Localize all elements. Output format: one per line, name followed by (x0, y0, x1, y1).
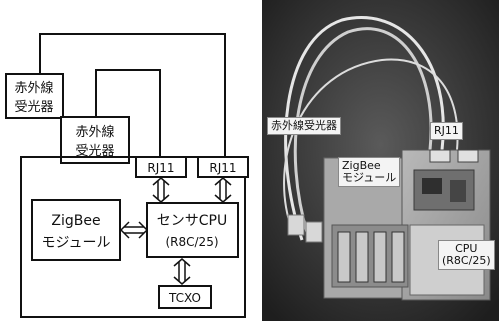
zigbee-cpu-arrow (121, 222, 147, 238)
block-diagram: 赤外線 受光器 赤外線 受光器 RJ11 RJ11 ZigBee モジュール セ… (0, 0, 262, 321)
sensor-a-label-1: 赤外線 (14, 80, 53, 96)
sensor-b-label-1: 赤外線 (75, 124, 114, 140)
photo-label-zigbee-2: モジュール (342, 172, 396, 184)
rj11-right-label: RJ11 (209, 161, 236, 175)
zigbee-module-box (32, 200, 120, 260)
photo-label-cpu: CPU (R8C/25) (438, 240, 495, 270)
tcxo-label: TCXO (168, 291, 201, 305)
device-photo: 赤外線受光器 RJ11 ZigBee モジュール CPU (R8C/25) (262, 0, 499, 321)
photo-label-zigbee: ZigBee モジュール (338, 157, 400, 187)
rj11-left-arrow (153, 178, 169, 202)
sensor-a-label-2: 受光器 (14, 100, 53, 115)
photo-label-sensor: 赤外線受光器 (267, 117, 341, 135)
photo-label-cpu-2: (R8C/25) (442, 255, 491, 267)
sensor-cpu-label-1: センサCPU (157, 213, 227, 229)
rj11-right-arrow (215, 178, 231, 202)
photo-label-rj11: RJ11 (430, 122, 463, 140)
zigbee-module-label-1: ZigBee (51, 213, 100, 229)
sensor-cpu-label-2: (R8C/25) (165, 235, 218, 249)
zigbee-module-label-2: モジュール (41, 235, 110, 251)
rj11-left-label: RJ11 (147, 161, 174, 175)
cpu-tcxo-arrow (174, 259, 190, 284)
